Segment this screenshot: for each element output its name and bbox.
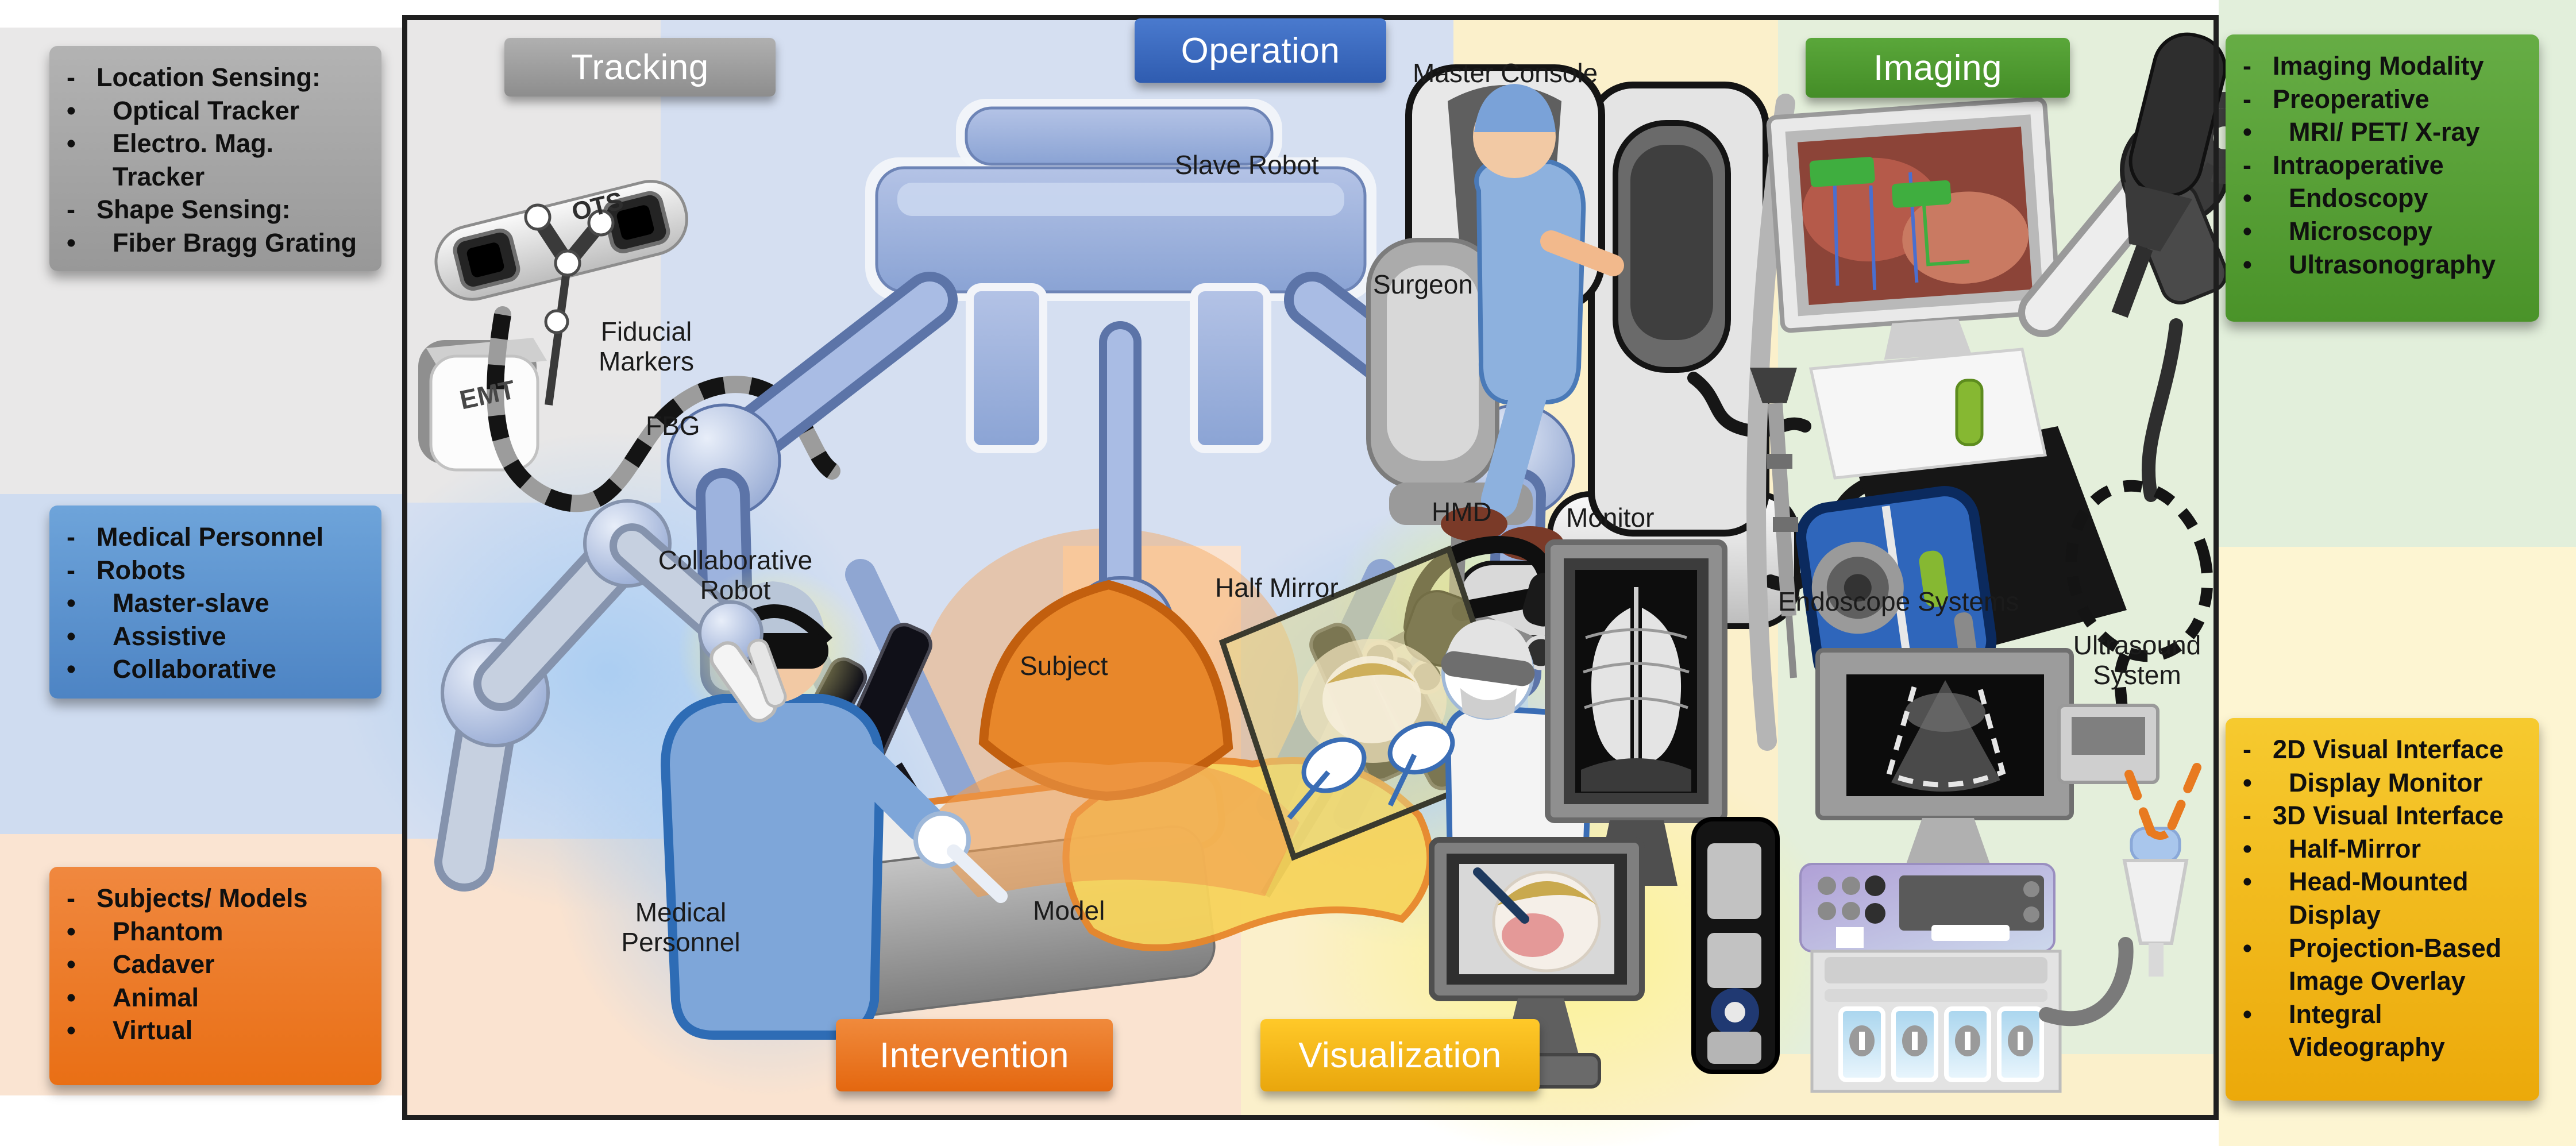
label-monitor: Monitor bbox=[1566, 503, 1655, 533]
list-item: •Half-Mirror bbox=[2243, 834, 2421, 863]
handle-cable bbox=[2141, 318, 2183, 502]
label-hmd: HMD bbox=[1432, 497, 1492, 527]
list-item: -Intraoperative bbox=[2243, 150, 2444, 180]
section-header-intervention: Intervention bbox=[836, 1019, 1113, 1091]
endoscope-handle bbox=[2111, 32, 2227, 318]
list-item: -Shape Sensing: bbox=[67, 195, 291, 225]
label-endoscope-systems: Endoscope Systems bbox=[1778, 586, 2019, 616]
list-item: •Electro. Mag. Tracker bbox=[67, 129, 274, 191]
label-surgeon: Surgeon bbox=[1373, 269, 1473, 299]
lungs-monitor bbox=[1545, 539, 1727, 886]
ultrasound-probe bbox=[2122, 827, 2189, 977]
imaging-modality-box: -Imaging Modality -Preoperative •MRI/ PE… bbox=[2226, 34, 2539, 322]
label-fbg: FBG bbox=[646, 411, 700, 441]
list-item: •Display Monitor bbox=[2243, 767, 2483, 797]
section-header-operation: Operation bbox=[1135, 18, 1386, 83]
subjects-models-box: -Subjects/ Models •Phantom •Cadaver •Ani… bbox=[49, 867, 381, 1085]
list-item: •Master-slave bbox=[67, 588, 269, 618]
endoscope-camera-unit bbox=[1796, 486, 1997, 692]
label-master-console: Master Console bbox=[1413, 58, 1598, 88]
label-model: Model bbox=[1033, 896, 1105, 925]
scope-cable-left bbox=[1687, 372, 1811, 438]
label-medical-personnel: Medical Personnel bbox=[621, 897, 741, 957]
computer-tower bbox=[1691, 817, 1780, 1074]
list-item: •Assistive bbox=[67, 621, 226, 651]
section-header-tracking: Tracking bbox=[504, 38, 776, 97]
list-item: -Subjects/ Models bbox=[67, 883, 308, 913]
list-item: •Integral Videography bbox=[2243, 999, 2445, 1062]
section-header-imaging: Imaging bbox=[1806, 38, 2070, 98]
fiducial-pointer bbox=[524, 203, 615, 406]
list-item: -Robots bbox=[67, 555, 186, 585]
list-item: •Phantom bbox=[67, 916, 223, 946]
imaging-monitor bbox=[1766, 97, 2061, 360]
label-collaborative-robot: Collaborative Robot bbox=[658, 545, 813, 605]
label-ultrasound-system: Ultrasound System bbox=[2073, 630, 2201, 690]
list-item: -Location Sensing: bbox=[67, 63, 321, 92]
list-item: •Collaborative bbox=[67, 654, 277, 684]
ultrasound-machine bbox=[1799, 648, 2159, 1093]
label-subject: Subject bbox=[1020, 651, 1108, 681]
rigid-scope bbox=[1750, 368, 1798, 678]
list-item: •Endoscopy bbox=[2243, 183, 2428, 213]
list-item: •Head-Mounted Display bbox=[2243, 867, 2469, 929]
section-header-visualization: Visualization bbox=[1260, 1019, 1540, 1091]
personnel-robots-box: -Medical Personnel -Robots •Master-slave… bbox=[49, 506, 381, 699]
collaborative-robot-arm bbox=[434, 499, 787, 892]
label-half-mirror: Half Mirror bbox=[1215, 573, 1339, 603]
label-slave-robot: Slave Robot bbox=[1175, 150, 1319, 180]
surgeon-figure bbox=[1441, 84, 1624, 561]
probe-beam-outline bbox=[2124, 763, 2201, 840]
list-item: •MRI/ PET/ X-ray bbox=[2243, 117, 2480, 147]
list-item: •Optical Tracker bbox=[67, 95, 300, 125]
list-item: -2D Visual Interface bbox=[2243, 735, 2504, 764]
scope-coil-cable bbox=[2065, 480, 2213, 727]
list-item: -3D Visual Interface bbox=[2243, 801, 2504, 831]
list-item: -Imaging Modality bbox=[2243, 51, 2484, 80]
label-fiducial-markers: Fiducial Markers bbox=[598, 317, 695, 376]
list-item: •Projection-Based Image Overlay bbox=[2243, 933, 2502, 996]
list-item: •Fiber Bragg Grating bbox=[67, 227, 357, 257]
list-item: •Virtual bbox=[67, 1016, 193, 1045]
visual-interface-box: -2D Visual Interface •Display Monitor -3… bbox=[2226, 718, 2539, 1101]
list-item: •Animal bbox=[67, 982, 199, 1012]
list-item: •Cadaver bbox=[67, 950, 215, 979]
list-item: •Microscopy bbox=[2243, 216, 2433, 246]
list-item: •Ultrasonography bbox=[2243, 249, 2496, 279]
list-item: -Preoperative bbox=[2243, 84, 2430, 114]
list-item: -Medical Personnel bbox=[67, 522, 324, 551]
subject-body bbox=[919, 580, 1299, 897]
tracking-methods-box: -Location Sensing: •Optical Tracker •Ele… bbox=[49, 46, 381, 271]
